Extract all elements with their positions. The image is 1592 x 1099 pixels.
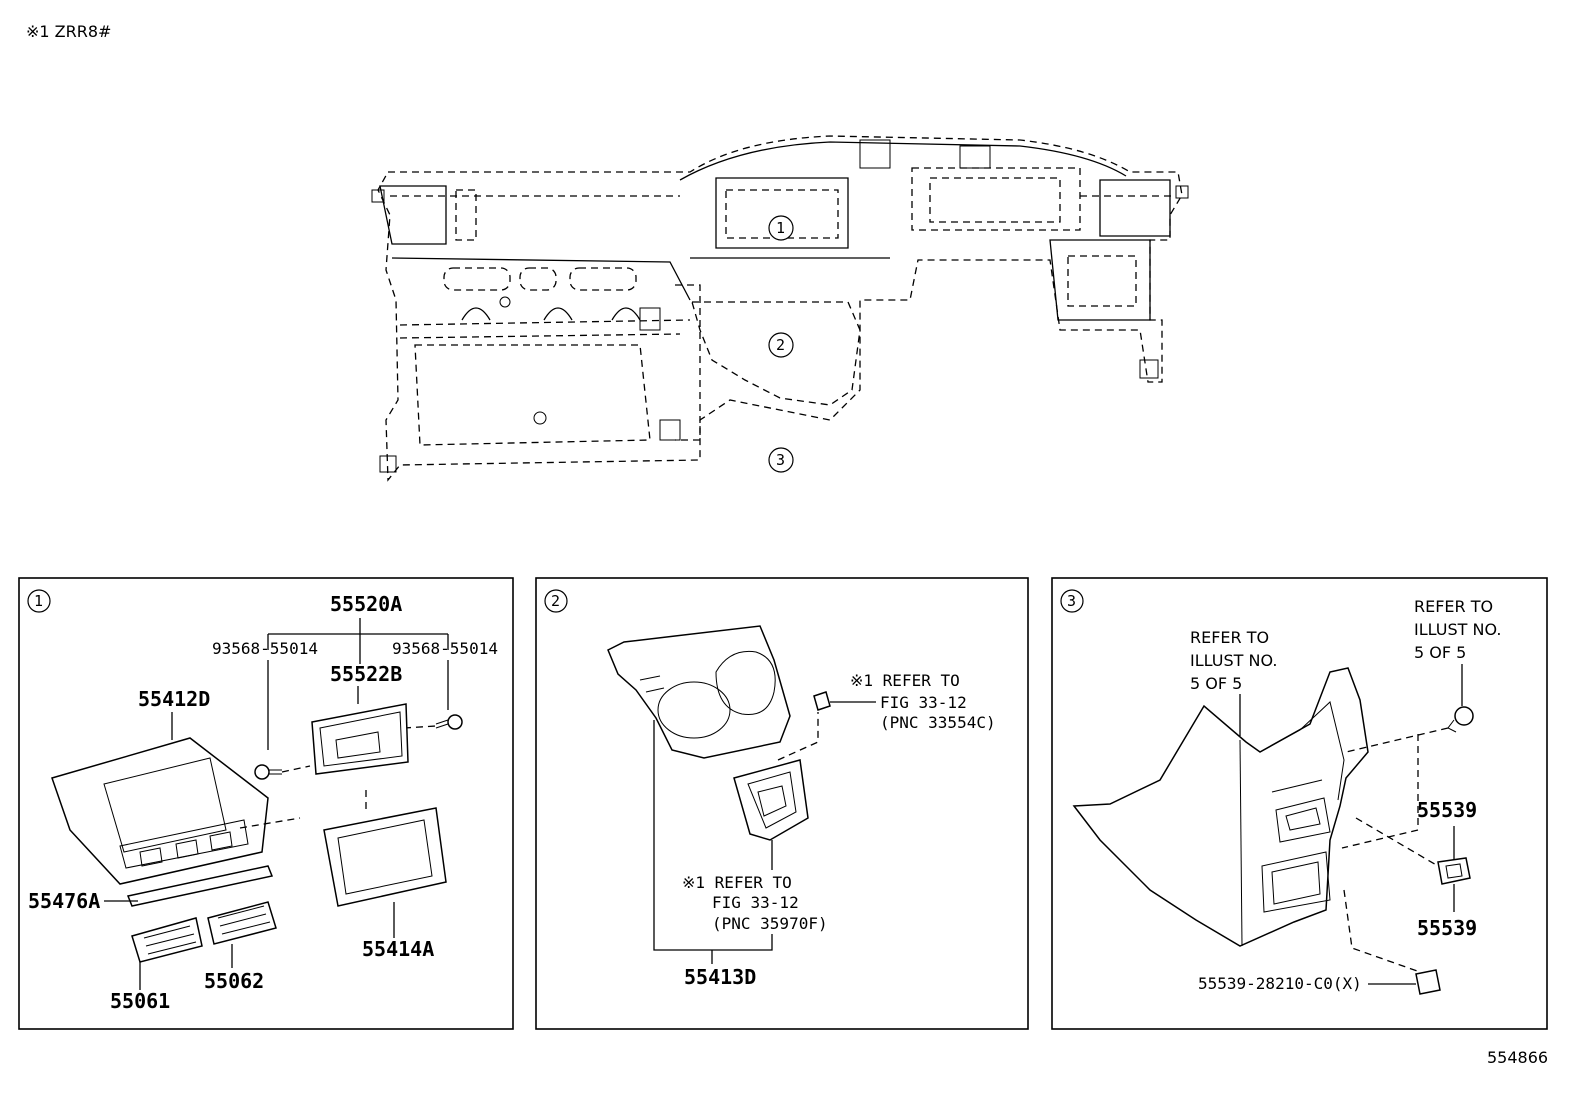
label-55413D: 55413D (684, 965, 756, 989)
instrument-panel-overview: 1 2 3 (371, 135, 1189, 482)
label-55520A: 55520A (330, 592, 402, 616)
label-55539-bottom: 55539 (1417, 916, 1477, 940)
label-55412D: 55412D (138, 687, 210, 711)
ref-left-line2: ILLUST NO. (1190, 651, 1277, 670)
ref-top-line2: FIG 33-12 (880, 693, 967, 712)
ref-left-line3: 5 OF 5 (1190, 674, 1242, 693)
panel-2: 2 ※1 REFER TO FIG 33-12 (PNC 33554C) ※1 … (535, 577, 1029, 1030)
label-55061: 55061 (110, 989, 170, 1013)
label-93568-55014-right: 93568-55014 (392, 639, 498, 658)
bolt-left (254, 764, 282, 780)
label-55539-top: 55539 (1417, 798, 1477, 822)
fastener-clip (1447, 706, 1474, 733)
trim-strip-55476A (126, 865, 274, 907)
overview-area-2-number: 2 (776, 336, 785, 354)
panel-3-number: 3 (1067, 592, 1076, 610)
figure-id: 554866 (1487, 1048, 1548, 1067)
ref-top-line3: (PNC 33554C) (880, 713, 996, 732)
overview-area-3-number: 3 (776, 451, 785, 469)
header-note: ※1 ZRR8# (26, 22, 111, 41)
label-55522B: 55522B (330, 662, 402, 686)
label-55476A: 55476A (28, 889, 100, 913)
ref-right-line3: 5 OF 5 (1414, 643, 1466, 662)
ref-right-line1: REFER TO (1414, 597, 1493, 616)
vent-55062 (207, 901, 277, 945)
ref-bottom-line3: (PNC 35970F) (712, 914, 828, 933)
ref-right-line2: ILLUST NO. (1414, 620, 1501, 639)
ref-bottom-line1: ※1 REFER TO (682, 873, 792, 892)
bezel-55414A (323, 807, 447, 907)
panel-2-number: 2 (551, 592, 560, 610)
label-93568-55014-left: 93568-55014 (212, 639, 318, 658)
label-55062: 55062 (204, 969, 264, 993)
ref-top-line1: ※1 REFER TO (850, 671, 960, 690)
overview-area-1-number: 1 (776, 219, 785, 237)
ref-left-line1: REFER TO (1190, 628, 1269, 647)
bolt-right (435, 714, 463, 730)
shift-lever-bezel (733, 759, 809, 841)
ref-bottom-line2: FIG 33-12 (712, 893, 799, 912)
instrument-cluster-panel-55412D (51, 737, 269, 885)
switch-55539 (1437, 857, 1471, 885)
vent-55061 (131, 917, 203, 963)
panel-3: 3 REFER TO ILLUST NO. 5 OF 5 REFER TO IL… (1051, 577, 1548, 1030)
console-upper-panel-55413D (607, 625, 791, 759)
display-module-55522B (311, 703, 409, 775)
panel-1: 1 55520A 93568-55014 93568-55014 55522B (18, 577, 514, 1030)
label-55414A: 55414A (362, 937, 434, 961)
switch-clip (813, 691, 831, 711)
label-55539-28210-C0X: 55539-28210-C0(X) (1198, 974, 1362, 993)
rear-console-box (1072, 667, 1369, 947)
panel-1-number: 1 (34, 592, 43, 610)
switch-55539-28210 (1415, 969, 1441, 995)
